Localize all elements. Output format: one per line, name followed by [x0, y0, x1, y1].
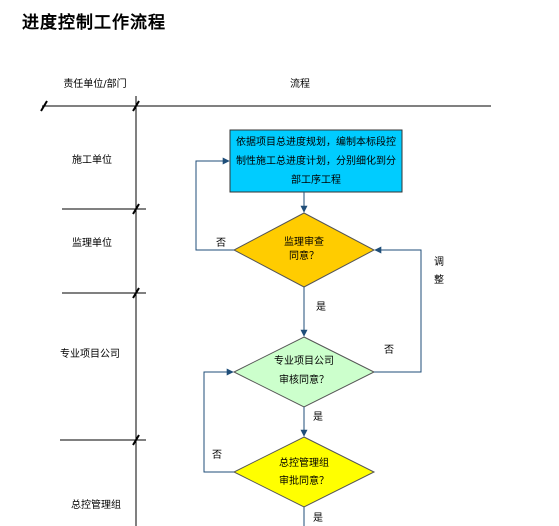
edge-label-yes-supervisor: 是 [316, 302, 326, 313]
lane-divider-1-tick [132, 203, 140, 215]
company-review-line-1: 专业项目公司 [274, 356, 334, 367]
company-review-diamond [232, 336, 376, 408]
plan-text-line-1: 依据项目总进度规划，编制本标段控 [236, 137, 396, 148]
edge-label-no-supervisor: 否 [216, 238, 226, 249]
plan-process-box [229, 129, 403, 193]
lane-label-control-group: 总控管理组 [71, 500, 121, 511]
loop-control-reject [203, 368, 234, 473]
company-review-line-2: 审核同意？ [279, 375, 329, 386]
control-approval-line-2: 审批同意？ [279, 476, 329, 487]
edge-label-yes-control: 是 [313, 513, 323, 524]
header-tick-left [40, 100, 48, 112]
loop-company-reject [374, 246, 422, 373]
lane-label-supervisor: 监理单位 [72, 238, 112, 249]
page-title: 进度控制工作流程 [22, 13, 166, 33]
loop-review-reject [195, 157, 234, 251]
adjust-label-char-1: 调 [434, 257, 444, 268]
plan-text-line-2: 制性施工总进度计划，分别细化到分 [236, 156, 396, 167]
control-approval-line-1: 总控管理组 [279, 458, 329, 469]
edge-label-yes-company: 是 [313, 412, 323, 423]
edge-label-no-company: 否 [384, 345, 394, 356]
control-approval-diamond [232, 436, 376, 508]
lane-divider-2-tick [132, 287, 140, 299]
lane-label-project-company: 专业项目公司 [60, 349, 120, 360]
supervisor-review-line-2: 同意？ [289, 251, 319, 262]
lane-label-contractor: 施工单位 [72, 155, 112, 166]
supervisor-review-line-1: 监理审查 [284, 237, 324, 248]
column-header-department: 责任单位/部门 [63, 79, 127, 90]
column-header-flow: 流程 [290, 79, 310, 90]
plan-text-line-3: 部工序工程 [291, 175, 341, 186]
lane-divider-3-tick [132, 434, 140, 446]
edge-label-no-control: 否 [212, 450, 222, 461]
header-tick-right [132, 100, 140, 112]
adjust-label-char-2: 整 [434, 275, 444, 286]
supervisor-review-diamond [232, 212, 376, 288]
